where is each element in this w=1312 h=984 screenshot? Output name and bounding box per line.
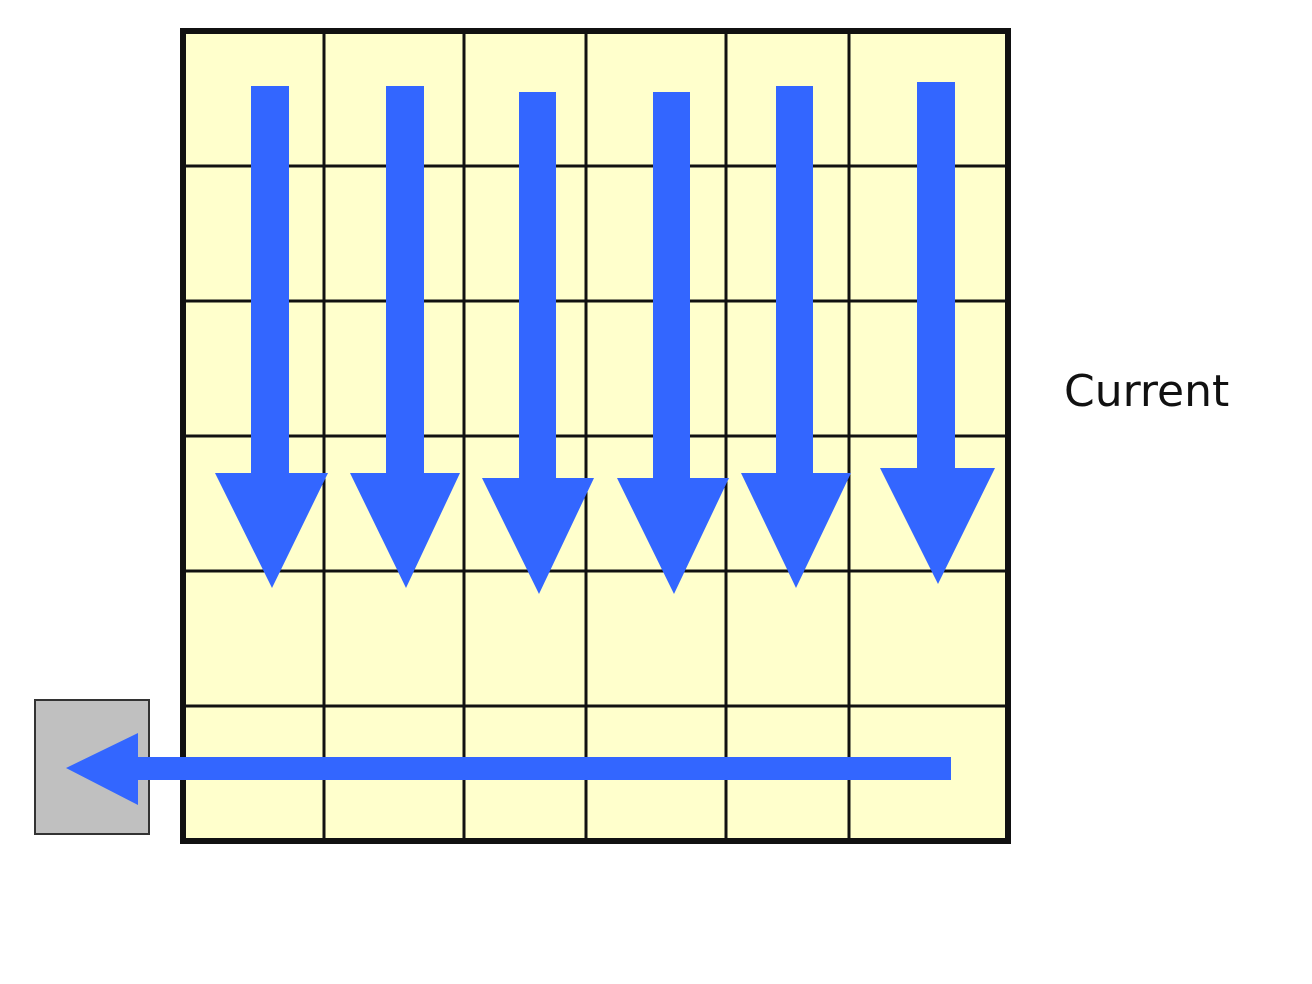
left-arrow: [66, 733, 951, 805]
down-arrow-4: [617, 92, 729, 594]
down-arrow-2: [350, 86, 460, 588]
vertical-arrows: [215, 82, 995, 594]
down-arrow-5: [741, 86, 851, 588]
grid-lines: [183, 31, 1008, 841]
down-arrow-1: [215, 86, 328, 588]
grid-border: [180, 28, 1011, 844]
down-arrow-3: [482, 92, 594, 594]
down-arrow-6: [880, 82, 995, 584]
diagram-label: Current: [1064, 366, 1229, 417]
